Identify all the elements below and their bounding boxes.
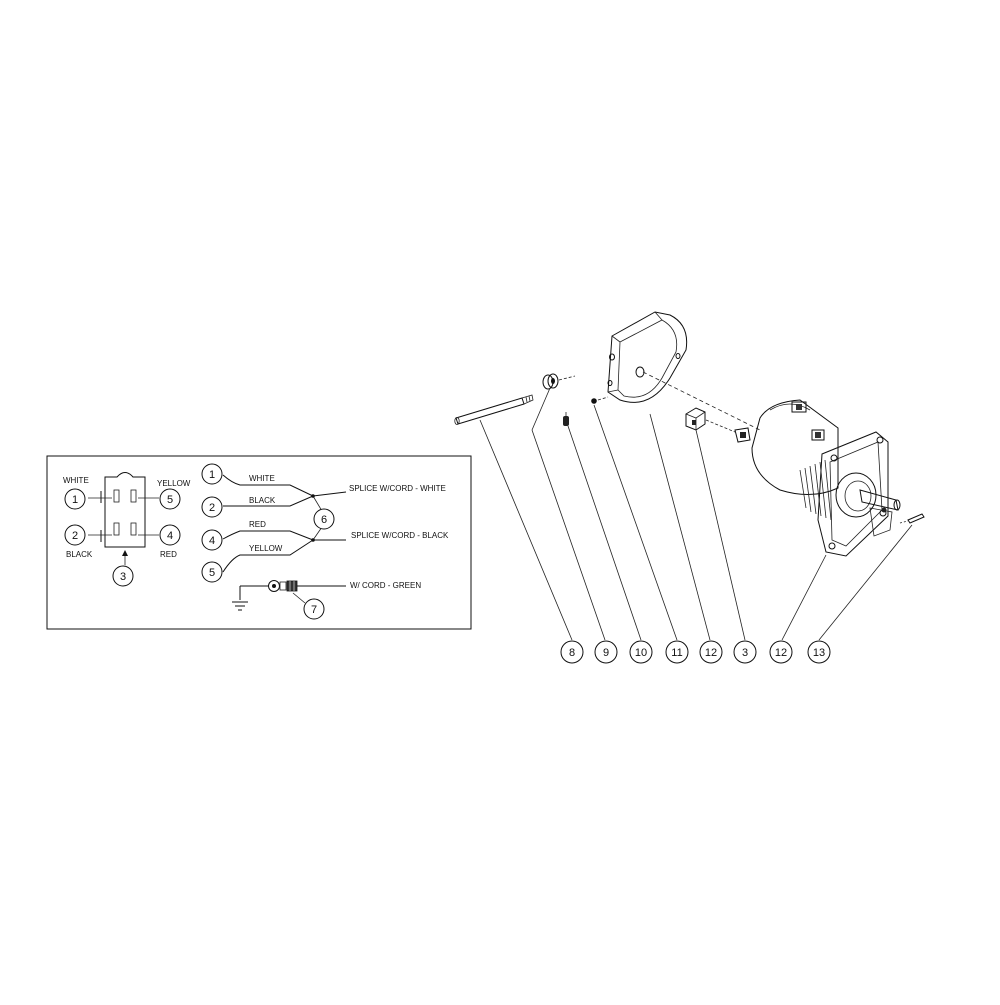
- part-motor: [734, 399, 901, 557]
- splice-label-yellow: YELLOW: [249, 544, 283, 553]
- svg-text:2: 2: [72, 530, 78, 542]
- splice-label-white: WHITE: [249, 474, 275, 483]
- callout-9: 9: [594, 640, 618, 664]
- svg-text:7: 7: [311, 604, 317, 616]
- svg-text:1: 1: [72, 494, 78, 506]
- svg-text:4: 4: [209, 535, 215, 547]
- balloon-splice-5: 5: [201, 561, 223, 583]
- ground-cord-text: W/ CORD - GREEN: [350, 581, 421, 590]
- svg-text:4: 4: [167, 530, 173, 542]
- wire-label-black: BLACK: [66, 550, 93, 559]
- svg-text:6: 6: [321, 514, 327, 526]
- svg-text:5: 5: [209, 567, 215, 579]
- wiring-box: [46, 455, 472, 630]
- svg-text:5: 5: [167, 494, 173, 506]
- ground-terminal: [232, 580, 346, 611]
- part-cover-plate: [591, 311, 761, 431]
- wire-label-white: WHITE: [63, 476, 89, 485]
- svg-text:11: 11: [671, 647, 682, 659]
- svg-text:10: 10: [635, 647, 647, 659]
- splice-label-red: RED: [249, 520, 266, 529]
- part-bushing: [542, 373, 576, 390]
- svg-text:2: 2: [209, 502, 215, 514]
- balloon-splice-1: 1: [201, 463, 223, 485]
- balloon-splice-6: 6: [313, 508, 335, 530]
- svg-text:12: 12: [775, 647, 787, 659]
- balloon-ground-7: 7: [303, 598, 325, 620]
- connector-plug: [88, 472, 159, 565]
- splice-black-text: SPLICE W/CORD - BLACK: [351, 531, 449, 540]
- wire-label-red: RED: [160, 550, 177, 559]
- part-screw: [563, 412, 569, 426]
- callout-11: 11: [665, 640, 689, 664]
- part-connector-clip: [685, 407, 736, 433]
- svg-text:3: 3: [120, 571, 126, 583]
- svg-text:13: 13: [813, 647, 825, 659]
- callout-10: 10: [629, 640, 653, 664]
- balloon-connector-1: 1: [64, 488, 86, 510]
- part-shaft-rod: [454, 394, 534, 425]
- svg-text:12: 12: [705, 647, 717, 659]
- part-key-pin: [899, 513, 925, 524]
- svg-text:1: 1: [209, 469, 215, 481]
- balloon-connector-5: 5: [159, 488, 181, 510]
- svg-text:9: 9: [603, 647, 609, 659]
- balloon-connector-4: 4: [159, 524, 181, 546]
- callout-8: 8: [560, 640, 584, 664]
- wire-label-yellow: YELLOW: [157, 479, 191, 488]
- balloon-connector-2: 2: [64, 524, 86, 546]
- splice-white-text: SPLICE W/CORD - WHITE: [349, 484, 446, 493]
- balloon-splice-4: 4: [201, 529, 223, 551]
- callout-12-clip: 12: [699, 640, 723, 664]
- svg-text:8: 8: [569, 647, 575, 659]
- splice-label-black: BLACK: [249, 496, 276, 505]
- callout-12-motor: 12: [769, 640, 793, 664]
- splice-wires: [222, 474, 347, 573]
- balloon-connector-3: 3: [112, 565, 134, 587]
- svg-text:3: 3: [742, 647, 748, 659]
- leader-lines: [479, 387, 913, 641]
- callout-13: 13: [807, 640, 831, 664]
- callout-3: 3: [733, 640, 757, 664]
- balloon-splice-2: 2: [201, 496, 223, 518]
